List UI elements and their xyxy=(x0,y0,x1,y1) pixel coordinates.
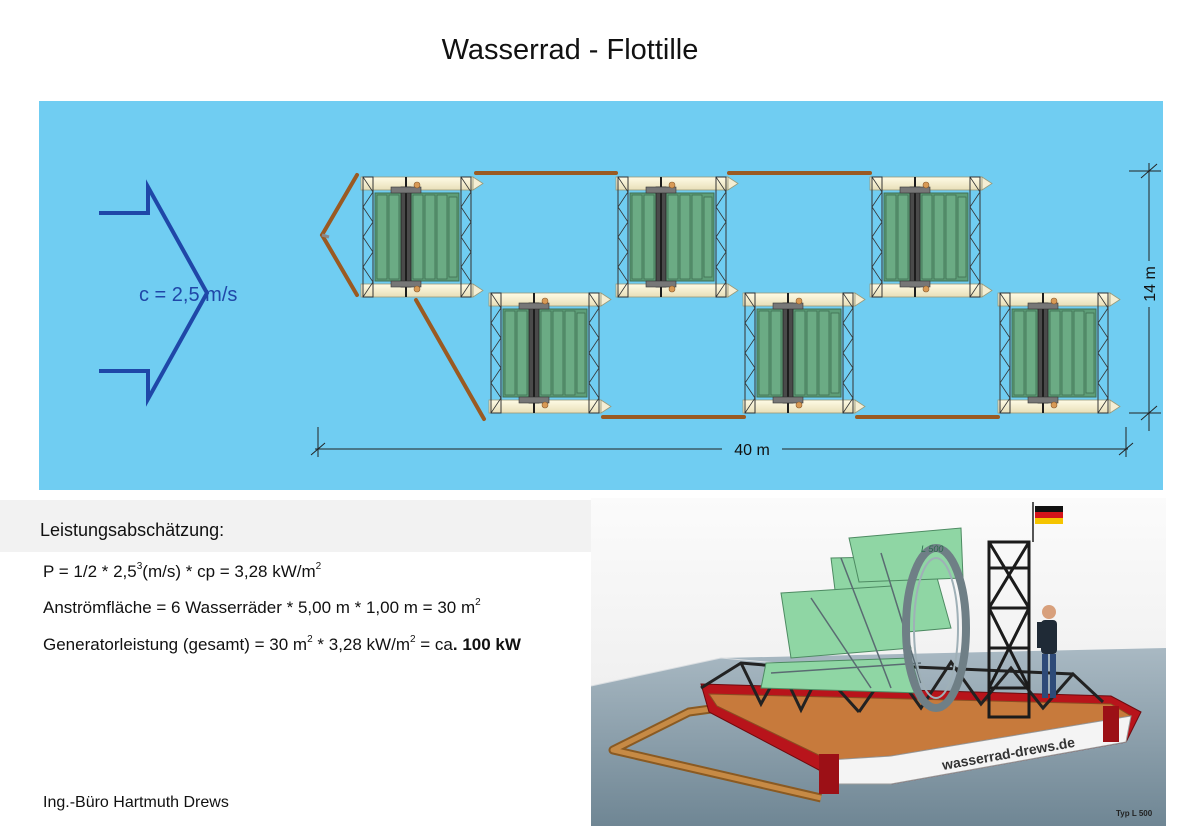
flow-arrow-icon xyxy=(99,179,210,407)
width-dimension-label: 40 m xyxy=(734,442,770,459)
height-dimension-label: 14 m xyxy=(1142,266,1159,302)
type-label: Typ L 500 xyxy=(1116,809,1153,818)
calc-line-power: P = 1/2 * 2,53(m/s) * cp = 3,28 kW/m2 xyxy=(43,561,322,582)
flotilla-plan-view: c = 2,5 m/s xyxy=(39,101,1163,490)
power-estimate-section: Leistungsabschätzung: P = 1/2 * 2,53(m/s… xyxy=(0,500,605,820)
calc-heading: Leistungsabschätzung: xyxy=(40,520,225,540)
calc-line-generator: Generatorleistung (gesamt) = 30 m2 * 3,2… xyxy=(43,634,521,655)
author-credit: Ing.-Büro Hartmuth Drews xyxy=(43,794,229,811)
germany-flag-icon xyxy=(1035,506,1063,524)
waterwheel-render: wasserrad-drews.de L 500 xyxy=(591,498,1166,826)
person-figure xyxy=(1037,605,1057,698)
timber-booms xyxy=(320,171,1000,421)
flow-velocity-label: c = 2,5 m/s xyxy=(139,284,237,306)
page-title: Wasserrad - Flottille xyxy=(441,34,699,66)
model-badge: L 500 xyxy=(921,544,943,554)
calc-line-area: Anströmfläche = 6 Wasserräder * 5,00 m *… xyxy=(43,597,481,618)
